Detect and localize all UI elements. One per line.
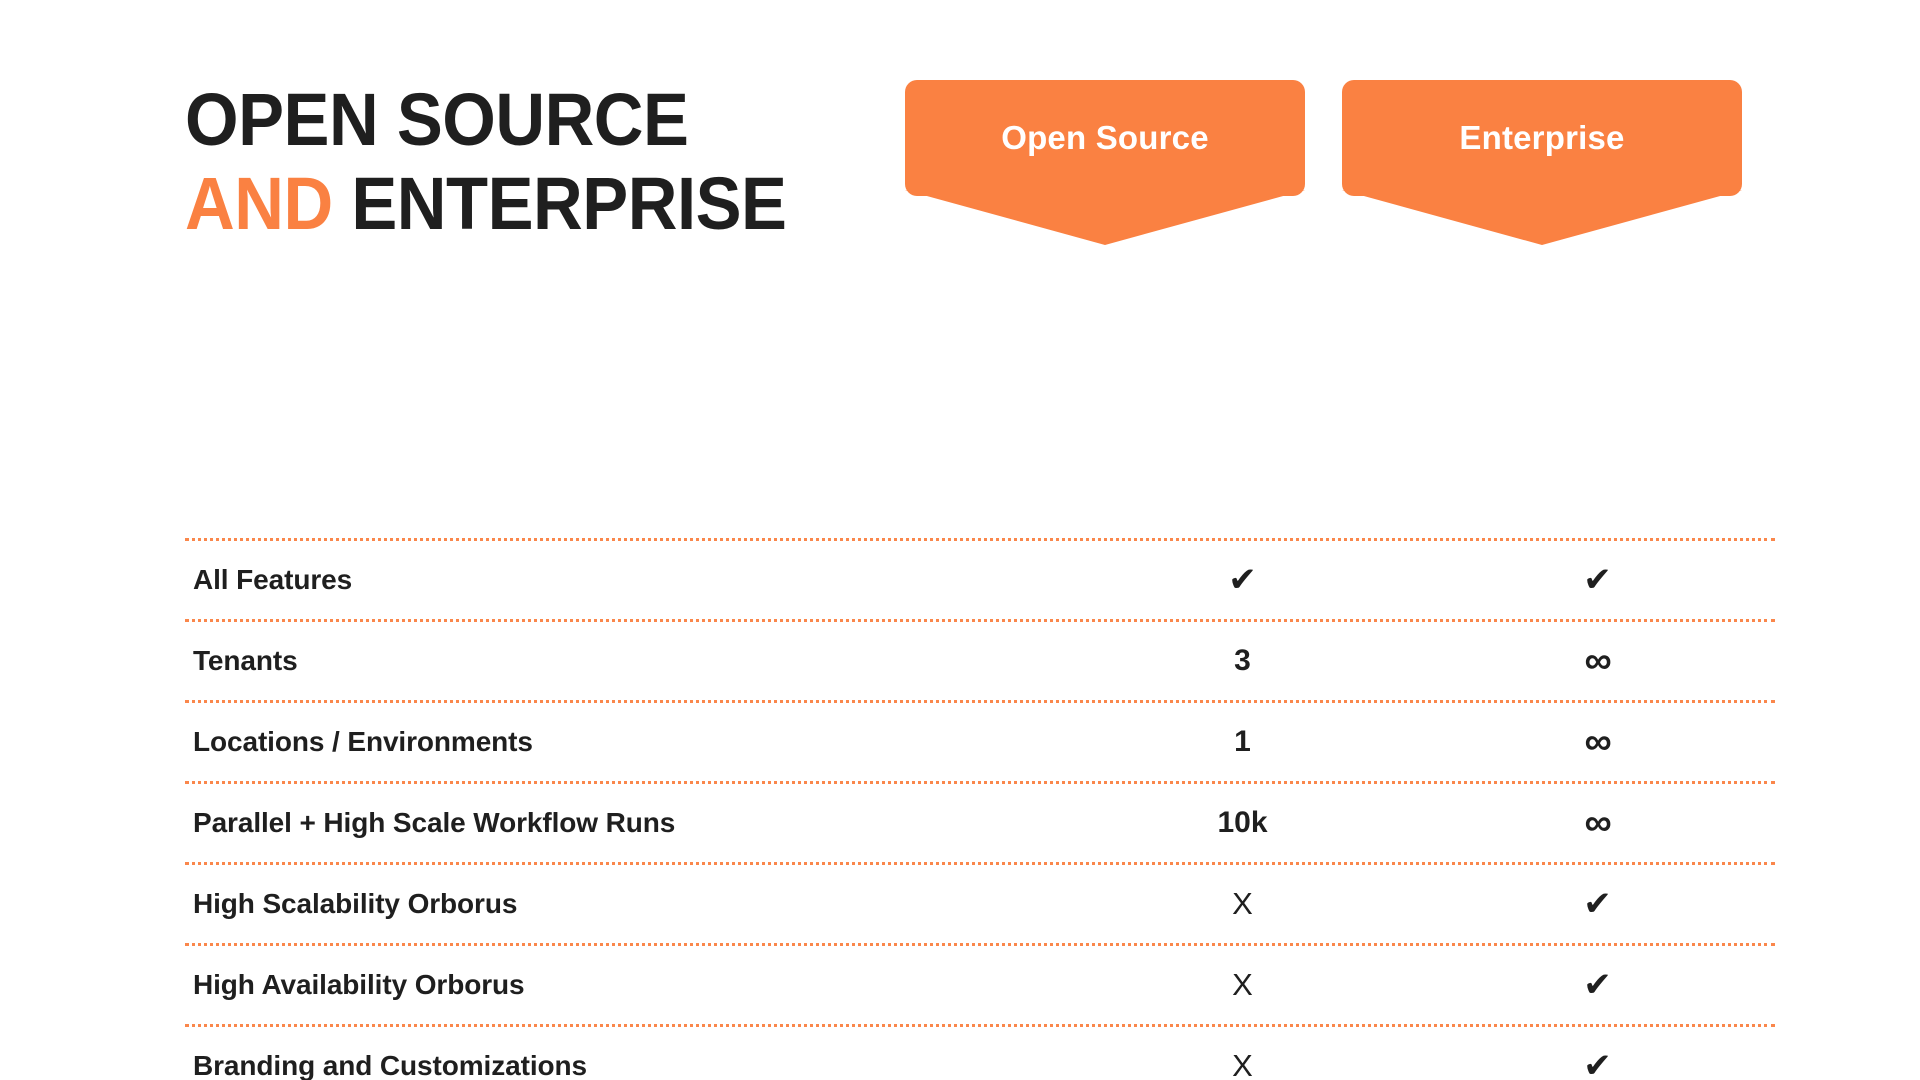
value-open-source: 10k	[1217, 806, 1268, 839]
row-divider	[185, 943, 1775, 946]
table-row: High Availability Orborus X ✔	[185, 946, 1775, 1024]
value-open-source: X	[1232, 1048, 1253, 1080]
ribbon-body	[905, 80, 1305, 196]
value-open-source: ✔	[1228, 561, 1257, 599]
table-row: Locations / Environments 1 ∞	[185, 703, 1775, 781]
feature-comparison-table: All Features ✔ ✔ Tenants 3 ∞ Locations /…	[185, 538, 1775, 1080]
row-divider	[185, 700, 1775, 703]
ribbon-tail-icon	[1342, 190, 1742, 245]
row-divider	[185, 862, 1775, 865]
value-open-source: 3	[1234, 644, 1251, 677]
page-title: OPEN SOURCE AND ENTERPRISE	[185, 78, 855, 245]
value-enterprise: ∞	[1584, 801, 1611, 844]
feature-label: High Availability Orborus	[193, 969, 525, 1000]
feature-label: All Features	[193, 564, 353, 595]
value-enterprise: ✔	[1583, 966, 1612, 1004]
value-open-source: 1	[1234, 725, 1251, 758]
plan-badge-open-source[interactable]: Open Source	[905, 80, 1305, 245]
page-title-line-1: OPEN SOURCE	[185, 78, 689, 161]
page-title-accent: AND	[185, 161, 333, 245]
feature-label: Tenants	[193, 645, 298, 676]
feature-label: Branding and Customizations	[193, 1050, 587, 1080]
ribbon-tail-icon	[905, 190, 1305, 245]
table-row: Branding and Customizations X ✔	[185, 1027, 1775, 1080]
table-row: Parallel + High Scale Workflow Runs 10k …	[185, 784, 1775, 862]
row-divider	[185, 1024, 1775, 1027]
page-title-line-2: AND ENTERPRISE	[185, 162, 855, 246]
value-open-source: X	[1232, 886, 1253, 921]
row-divider	[185, 538, 1775, 541]
value-enterprise: ∞	[1584, 639, 1611, 682]
plan-badge-enterprise[interactable]: Enterprise	[1342, 80, 1742, 245]
row-divider	[185, 781, 1775, 784]
page-title-line-2-rest: ENTERPRISE	[332, 161, 787, 245]
value-enterprise: ✔	[1583, 561, 1612, 599]
value-enterprise: ✔	[1583, 885, 1612, 923]
value-enterprise: ✔	[1583, 1047, 1612, 1080]
table-row: Tenants 3 ∞	[185, 622, 1775, 700]
plan-badges: Open Source Enterprise	[0, 0, 1920, 260]
value-enterprise: ∞	[1584, 720, 1611, 763]
ribbon-body	[1342, 80, 1742, 196]
plan-badge-label-open-source: Open Source	[1001, 119, 1209, 156]
feature-label: Locations / Environments	[193, 726, 533, 757]
row-divider	[185, 619, 1775, 622]
value-open-source: X	[1232, 967, 1253, 1002]
table-row: High Scalability Orborus X ✔	[185, 865, 1775, 943]
feature-label: Parallel + High Scale Workflow Runs	[193, 807, 676, 838]
table-row: All Features ✔ ✔	[185, 541, 1775, 619]
feature-label: High Scalability Orborus	[193, 888, 518, 919]
plan-badge-label-enterprise: Enterprise	[1459, 119, 1625, 156]
